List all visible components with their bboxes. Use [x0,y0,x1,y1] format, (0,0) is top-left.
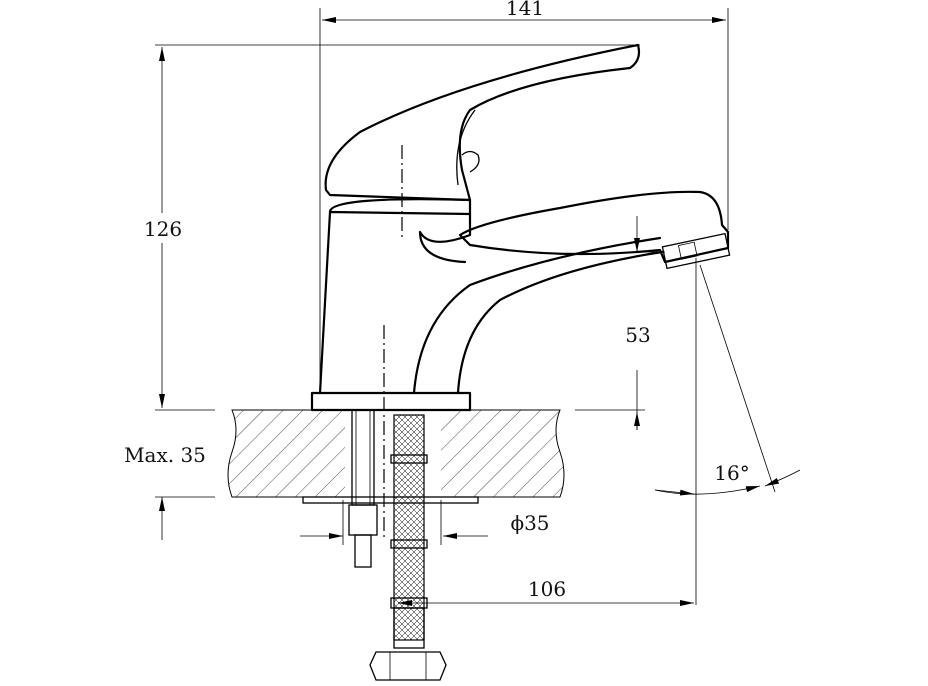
dimension-spout-height: 53 [625,216,665,430]
faucet-spout [458,190,731,270]
width-label: 141 [506,0,544,20]
angle-label: 16° [714,461,749,485]
reach-label: 106 [528,577,566,601]
faucet-body [310,43,664,412]
countertop-label: Max. 35 [124,443,206,467]
dimension-countertop: Max. 35 [124,443,215,540]
dimension-width: 141 [319,0,729,390]
dimension-reach: 106 [398,577,694,606]
mounting-hardware [302,409,479,681]
spout-height-label: 53 [625,323,650,347]
dimension-hole: ϕ35 [300,500,550,545]
hole-diameter-label: ϕ35 [510,511,549,535]
dimension-angle: 16° [654,258,801,605]
dimension-height: 126 [140,44,645,411]
height-label: 126 [144,217,182,241]
